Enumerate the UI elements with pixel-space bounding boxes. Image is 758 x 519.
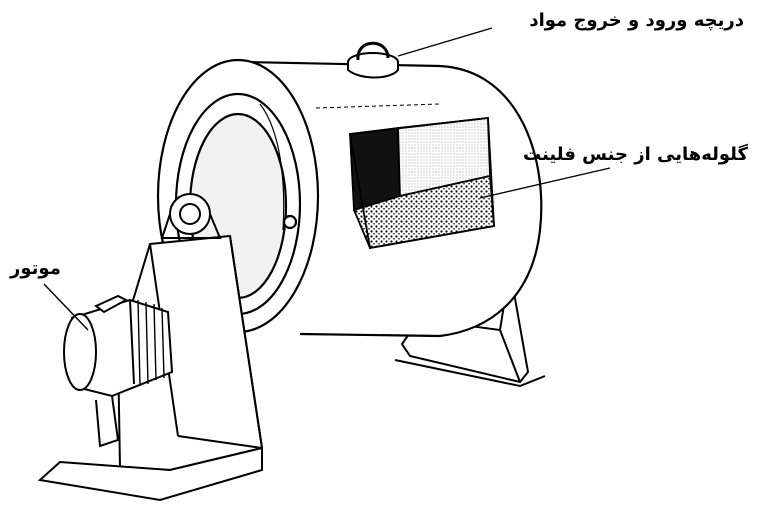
- label-motor: موتور: [10, 258, 61, 279]
- loading-door: [348, 43, 398, 77]
- label-flint-balls: گلوله‌هایی از جنس فلینت: [523, 144, 748, 165]
- label-loading-door: دریچه ورود و خروج مواد: [529, 10, 744, 31]
- cutaway-window: [350, 118, 494, 248]
